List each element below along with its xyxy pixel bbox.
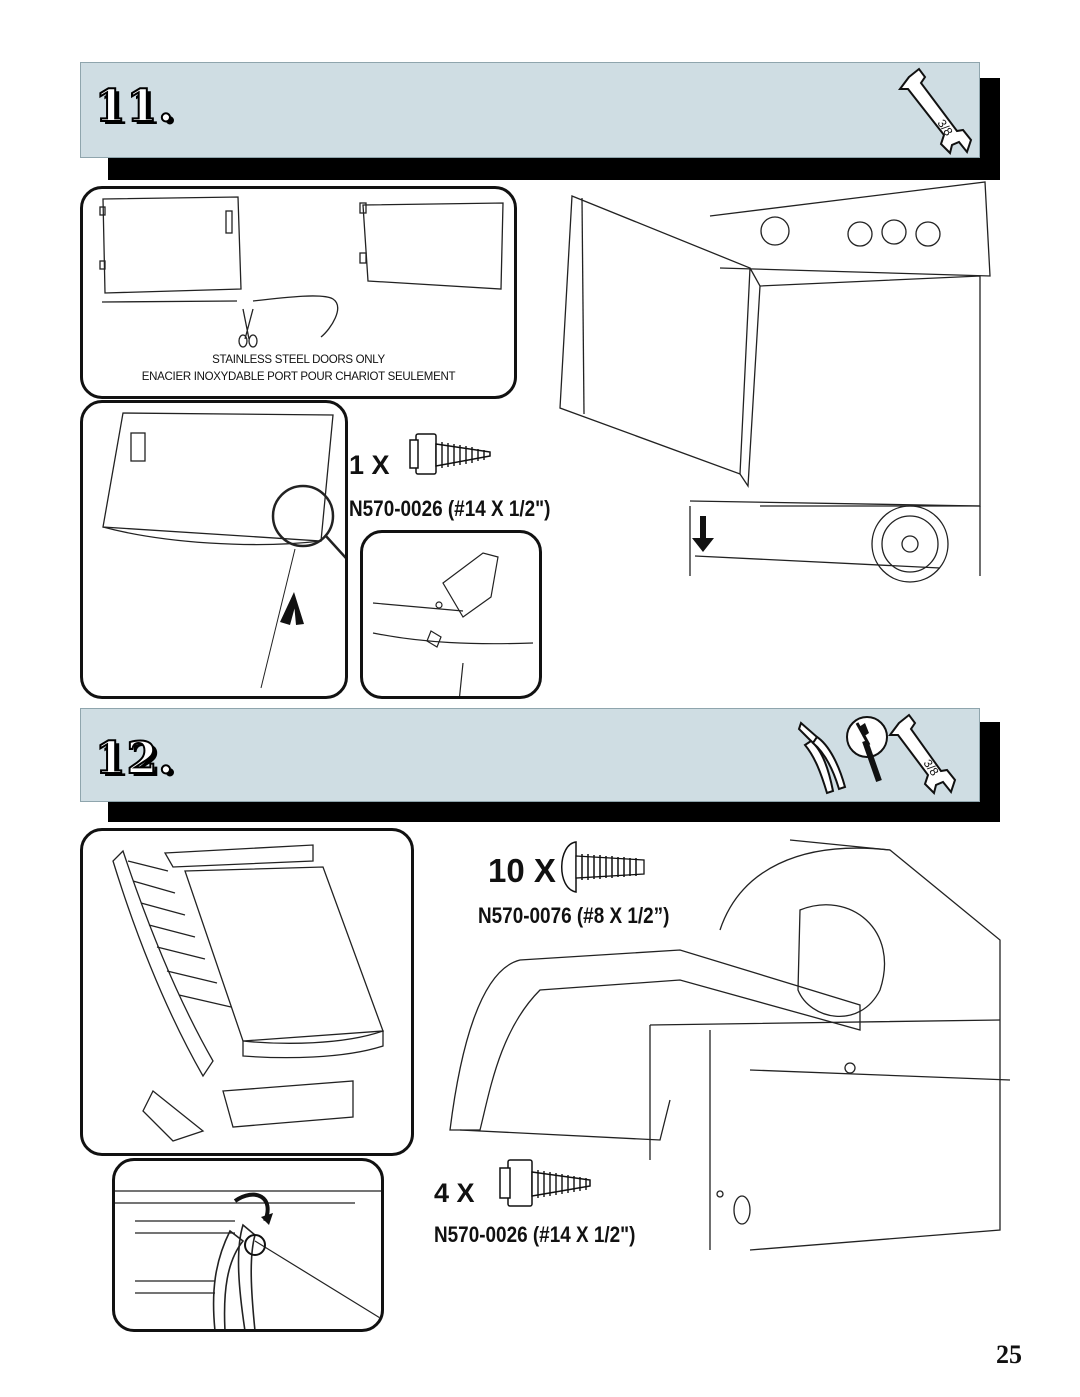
pliers-detail-illustration bbox=[112, 1158, 384, 1332]
hinge-detail-illustration bbox=[360, 530, 542, 699]
door-panel-illustration: STAINLESS STEEL DOORS ONLY ENACIER INOXY… bbox=[80, 186, 517, 399]
screw-icon-8x1-2 bbox=[561, 841, 645, 893]
pliers-detail-drawing bbox=[115, 1190, 381, 1329]
step-12-number: 12. bbox=[94, 732, 175, 785]
fastener-quantity-10x: 10 X bbox=[488, 852, 556, 889]
hinge-detail-drawing bbox=[372, 552, 534, 696]
wrench-icon: 3/8 bbox=[888, 713, 957, 795]
grill-door-illustration bbox=[559, 181, 991, 583]
hinge-panel-illustration bbox=[80, 400, 348, 699]
note-stainless-doors: STAINLESS STEEL DOORS ONLY bbox=[212, 354, 385, 366]
fastener-part-n570-0076: N570-0076 (#8 X 1/2”) bbox=[478, 903, 670, 928]
note-stainless-doors-fr: ENACIER INOXYDABLE PORT POUR CHARIOT SEU… bbox=[141, 371, 456, 383]
screw-icon-14x1-2 bbox=[409, 433, 491, 475]
door-drawing bbox=[99, 196, 504, 348]
pliers-icon bbox=[797, 721, 847, 795]
screwdriver-icon bbox=[846, 716, 888, 782]
grill-side-shelf-illustration bbox=[449, 839, 1011, 1251]
side-shelf-drawing bbox=[112, 844, 384, 1142]
side-shelf-illustration bbox=[80, 828, 414, 1156]
fastener-part-n570-0026: N570-0026 (#14 X 1/2") bbox=[349, 496, 551, 521]
wrench-icon: 3/8 bbox=[898, 67, 973, 155]
fastener-quantity-4x: 4 X bbox=[434, 1178, 475, 1208]
step-11-banner: 11. 3/8 bbox=[80, 62, 980, 158]
fastener-part-n570-0026-b: N570-0026 (#14 X 1/2") bbox=[434, 1222, 636, 1247]
hinge-drawing bbox=[102, 412, 345, 689]
page-number: 25 bbox=[996, 1340, 1022, 1369]
step-12-banner: 12. 3/8 bbox=[80, 708, 980, 802]
screw-icon-14x1-2-b bbox=[499, 1159, 591, 1207]
step-11-number: 11. bbox=[94, 80, 175, 133]
fastener-quantity-1x: 1 X bbox=[349, 450, 390, 480]
